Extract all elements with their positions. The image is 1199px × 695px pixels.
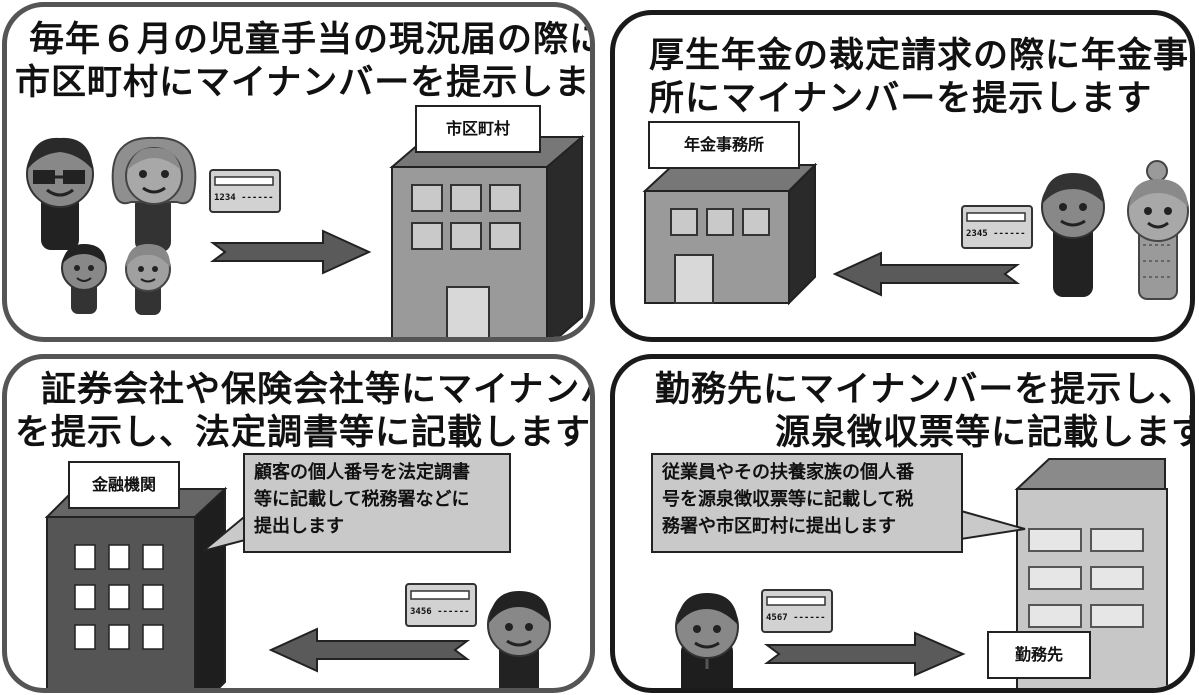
speech-bubble: 顧客の個人番号を法定調書 等に記載して税務署などに 提出します xyxy=(243,453,511,553)
financial-institution-building-icon xyxy=(44,486,228,688)
panel-headline-line-2: を提示し、法定調書等に記載します xyxy=(15,413,592,453)
bubble-text-line: 従業員やその扶養家族の個人番 xyxy=(662,462,914,483)
employee-person-icon xyxy=(675,593,739,688)
panel-headline-line-1: 勤務先にマイナンバーを提示し、 xyxy=(655,370,1195,410)
panel-financial-institution: 証券会社や保険会社等にマイナンバー を提示し、法定調書等に記載します 金融機関 … xyxy=(2,354,595,693)
panel-child-allowance: 毎年６月の児童手当の現況届の際に 市区町村にマイナンバーを提示します 市区町村 xyxy=(2,2,595,342)
elderly-couple-icon xyxy=(1041,160,1189,300)
my-number-card-icon xyxy=(761,589,833,633)
card-number-text: 4567 ------ xyxy=(766,613,826,623)
panel-employer: 勤務先にマイナンバーを提示し、 源泉徴収票等に記載します 勤務先 従業員やその扶… xyxy=(610,354,1195,693)
pension-office-building-icon xyxy=(642,162,818,306)
my-number-card-icon xyxy=(405,583,477,627)
panel-pension-claim: 厚生年金の裁定請求の際に年金事務 所にマイナンバーを提示します 年金事務所 23… xyxy=(610,10,1195,342)
building-label: 勤務先 xyxy=(987,631,1091,679)
bubble-text-line: 号を源泉徴収票等に記載して税 xyxy=(662,489,914,510)
arrow-left-icon xyxy=(268,627,470,673)
panel-headline-line-2: 源泉徴収票等に記載します xyxy=(775,413,1195,453)
card-number-text: 3456 ------ xyxy=(410,607,470,617)
family-people-icon xyxy=(26,136,197,315)
panel-headline-line-1: 厚生年金の裁定請求の際に年金事務 xyxy=(649,36,1195,76)
my-number-card-icon xyxy=(961,205,1033,249)
card-number-text: 2345 ------ xyxy=(966,229,1026,239)
customer-person-icon xyxy=(487,591,551,688)
panel-headline-line-2: 所にマイナンバーを提示します xyxy=(649,79,1153,119)
bubble-text-line: 等に記載して税務署などに xyxy=(254,489,470,510)
building-label: 市区町村 xyxy=(415,105,541,153)
city-office-building-icon xyxy=(389,134,585,337)
employer-building-icon xyxy=(1014,458,1168,688)
panel-headline-line-1: 毎年６月の児童手当の現況届の際に xyxy=(29,20,595,60)
arrow-left-icon xyxy=(832,251,1020,297)
panel-headline-line-1: 証券会社や保険会社等にマイナンバー xyxy=(41,370,595,410)
card-number-text: 1234 ------ xyxy=(214,193,274,203)
arrow-right-icon xyxy=(764,631,966,677)
speech-bubble: 従業員やその扶養家族の個人番 号を源泉徴収票等に記載して税 務署や市区町村に提出… xyxy=(651,453,963,553)
bubble-text-line: 務署や市区町村に提出します xyxy=(662,516,896,537)
arrow-right-icon xyxy=(210,229,372,275)
bubble-text-line: 提出します xyxy=(254,516,344,537)
building-label: 金融機関 xyxy=(68,461,180,509)
my-number-card-icon xyxy=(209,169,281,213)
building-label: 年金事務所 xyxy=(648,121,800,169)
speech-bubble-tail-icon xyxy=(960,509,1026,541)
panel-headline-line-2: 市区町村にマイナンバーを提示します xyxy=(15,63,595,103)
bubble-text-line: 顧客の個人番号を法定調書 xyxy=(254,462,470,483)
